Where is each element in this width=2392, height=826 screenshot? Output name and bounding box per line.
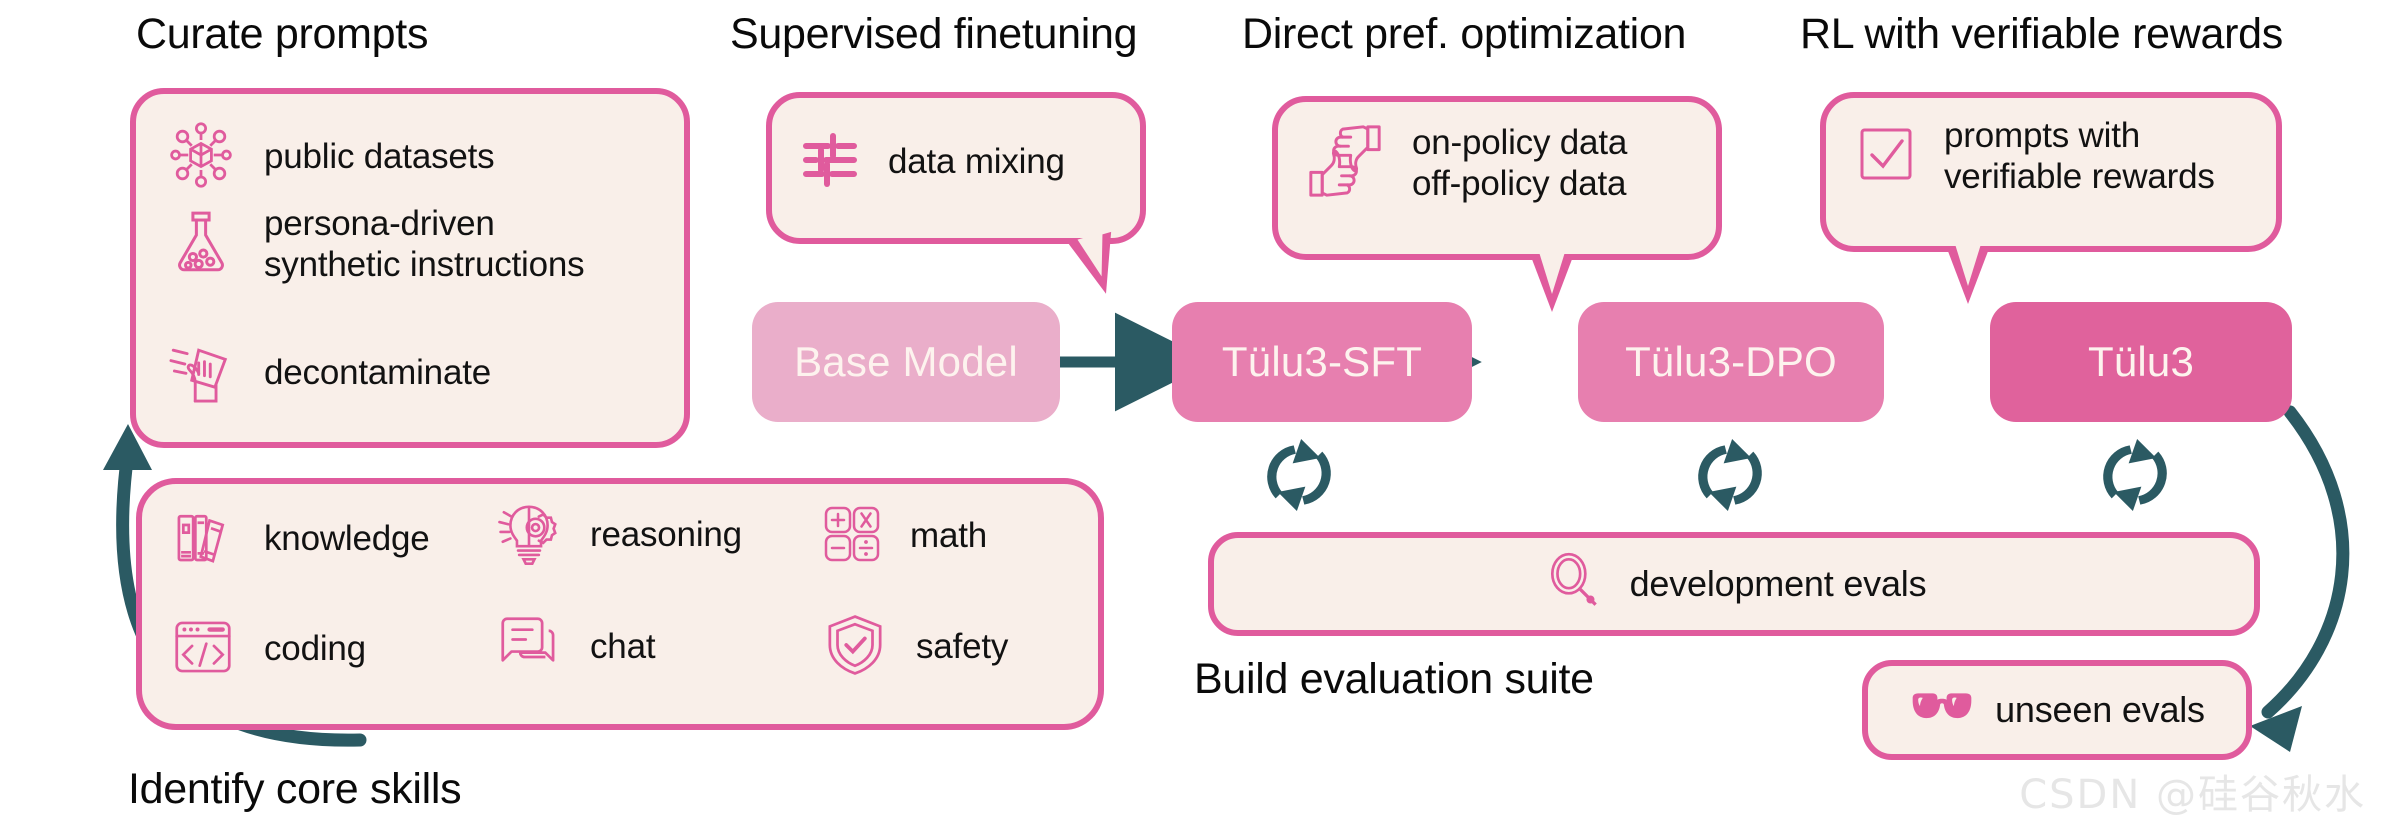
lightbulb-gear-icon	[494, 498, 564, 573]
heading-rl-verifiable-rewards: RL with verifiable rewards	[1800, 10, 2283, 58]
thumbs-up-down-icon	[1304, 120, 1386, 207]
development-evals-label: development evals	[1629, 563, 1927, 604]
pipeline-stage-tulu3-sft[interactable]: Tülu3-SFT	[1172, 302, 1472, 422]
sunglasses-icon	[1909, 687, 1975, 734]
dpo-callout-label: on-policy data off-policy data	[1412, 122, 1628, 203]
rlvr-callout-label: prompts with verifiable rewards	[1944, 116, 2215, 196]
skill-reasoning: reasoning	[494, 498, 742, 573]
curate-item-decontaminate: decontaminate	[164, 334, 491, 413]
code-window-icon	[168, 612, 238, 687]
heading-supervised-finetuning: Supervised finetuning	[730, 10, 1138, 58]
network-cube-icon	[164, 118, 238, 197]
books-icon	[168, 502, 238, 577]
curate-item-label: decontaminate	[264, 353, 492, 393]
curate-item-persona-driven: persona-driven synthetic instructions	[164, 204, 585, 286]
magnifier-icon	[1542, 549, 1608, 620]
curate-item-public-datasets: public datasets	[164, 118, 495, 197]
loop-icon-dpo	[1698, 438, 1762, 512]
skill-coding: coding	[168, 612, 366, 687]
core-skills-card: knowledge reasoning	[136, 478, 1104, 730]
skill-math: math	[820, 502, 987, 571]
wipe-hand-icon	[164, 334, 238, 413]
heading-build-evaluation-suite: Build evaluation suite	[1194, 655, 1594, 703]
skill-label: reasoning	[590, 515, 742, 555]
skill-label: safety	[916, 627, 1009, 667]
pipeline-stage-label: Tülu3	[2087, 338, 2195, 385]
flask-icon	[164, 205, 238, 284]
skill-chat: chat	[494, 610, 656, 685]
heading-identify-core-skills: Identify core skills	[128, 765, 462, 813]
arrow-tulu3-to-unseen-evals	[2261, 405, 2350, 719]
dpo-callout-item: on-policy data off-policy data	[1304, 120, 1627, 207]
arrow-tulu3-to-unseen-evals-head	[2250, 706, 2302, 752]
chat-bubbles-icon	[494, 610, 564, 685]
csdn-watermark: CSDN @硅谷秋水	[2019, 772, 2366, 818]
curate-prompts-card: public datasets persona-driven synthetic…	[130, 88, 690, 448]
pipeline-stage-tulu3-dpo[interactable]: Tülu3-DPO	[1578, 302, 1884, 422]
pipeline-stage-base-model[interactable]: Base Model	[752, 302, 1060, 422]
curate-item-label: public datasets	[264, 137, 495, 177]
dpo-callout-card: on-policy data off-policy data	[1272, 96, 1722, 260]
loop-icon-sft	[1267, 438, 1331, 512]
sft-callout-label: data mixing	[888, 142, 1065, 182]
checkbox-icon	[1854, 122, 1918, 191]
skill-label: coding	[264, 629, 366, 669]
sft-callout-item: data mixing	[798, 128, 1065, 197]
sliders-icon	[798, 128, 862, 197]
rlvr-callout-card: prompts with verifiable rewards	[1820, 92, 2282, 252]
eval-loop-icons	[1267, 438, 2167, 512]
loop-icon-tulu3	[2103, 438, 2167, 512]
sft-callout-card: data mixing	[766, 92, 1146, 244]
rlvr-callout-item: prompts with verifiable rewards	[1854, 116, 2215, 198]
pipeline-stage-tulu3[interactable]: Tülu3	[1990, 302, 2292, 422]
curate-item-label: persona-driven synthetic instructions	[264, 204, 585, 284]
heading-direct-pref-optimization: Direct pref. optimization	[1242, 10, 1687, 58]
skill-label: chat	[590, 627, 656, 667]
development-evals-card: development evals	[1208, 532, 2260, 636]
pipeline-stage-label: Base Model	[794, 338, 1018, 385]
skill-label: math	[910, 516, 988, 556]
skill-safety: safety	[820, 610, 1008, 685]
unseen-evals-card: unseen evals	[1862, 660, 2252, 760]
pipeline-stage-label: Tülu3-SFT	[1221, 338, 1423, 385]
calculator-icon	[820, 502, 884, 571]
heading-curate-prompts: Curate prompts	[136, 10, 429, 58]
skill-knowledge: knowledge	[168, 502, 430, 577]
pipeline-stage-label: Tülu3-DPO	[1625, 338, 1837, 385]
shield-check-icon	[820, 610, 890, 685]
unseen-evals-label: unseen evals	[1995, 689, 2205, 730]
skill-label: knowledge	[264, 519, 430, 559]
